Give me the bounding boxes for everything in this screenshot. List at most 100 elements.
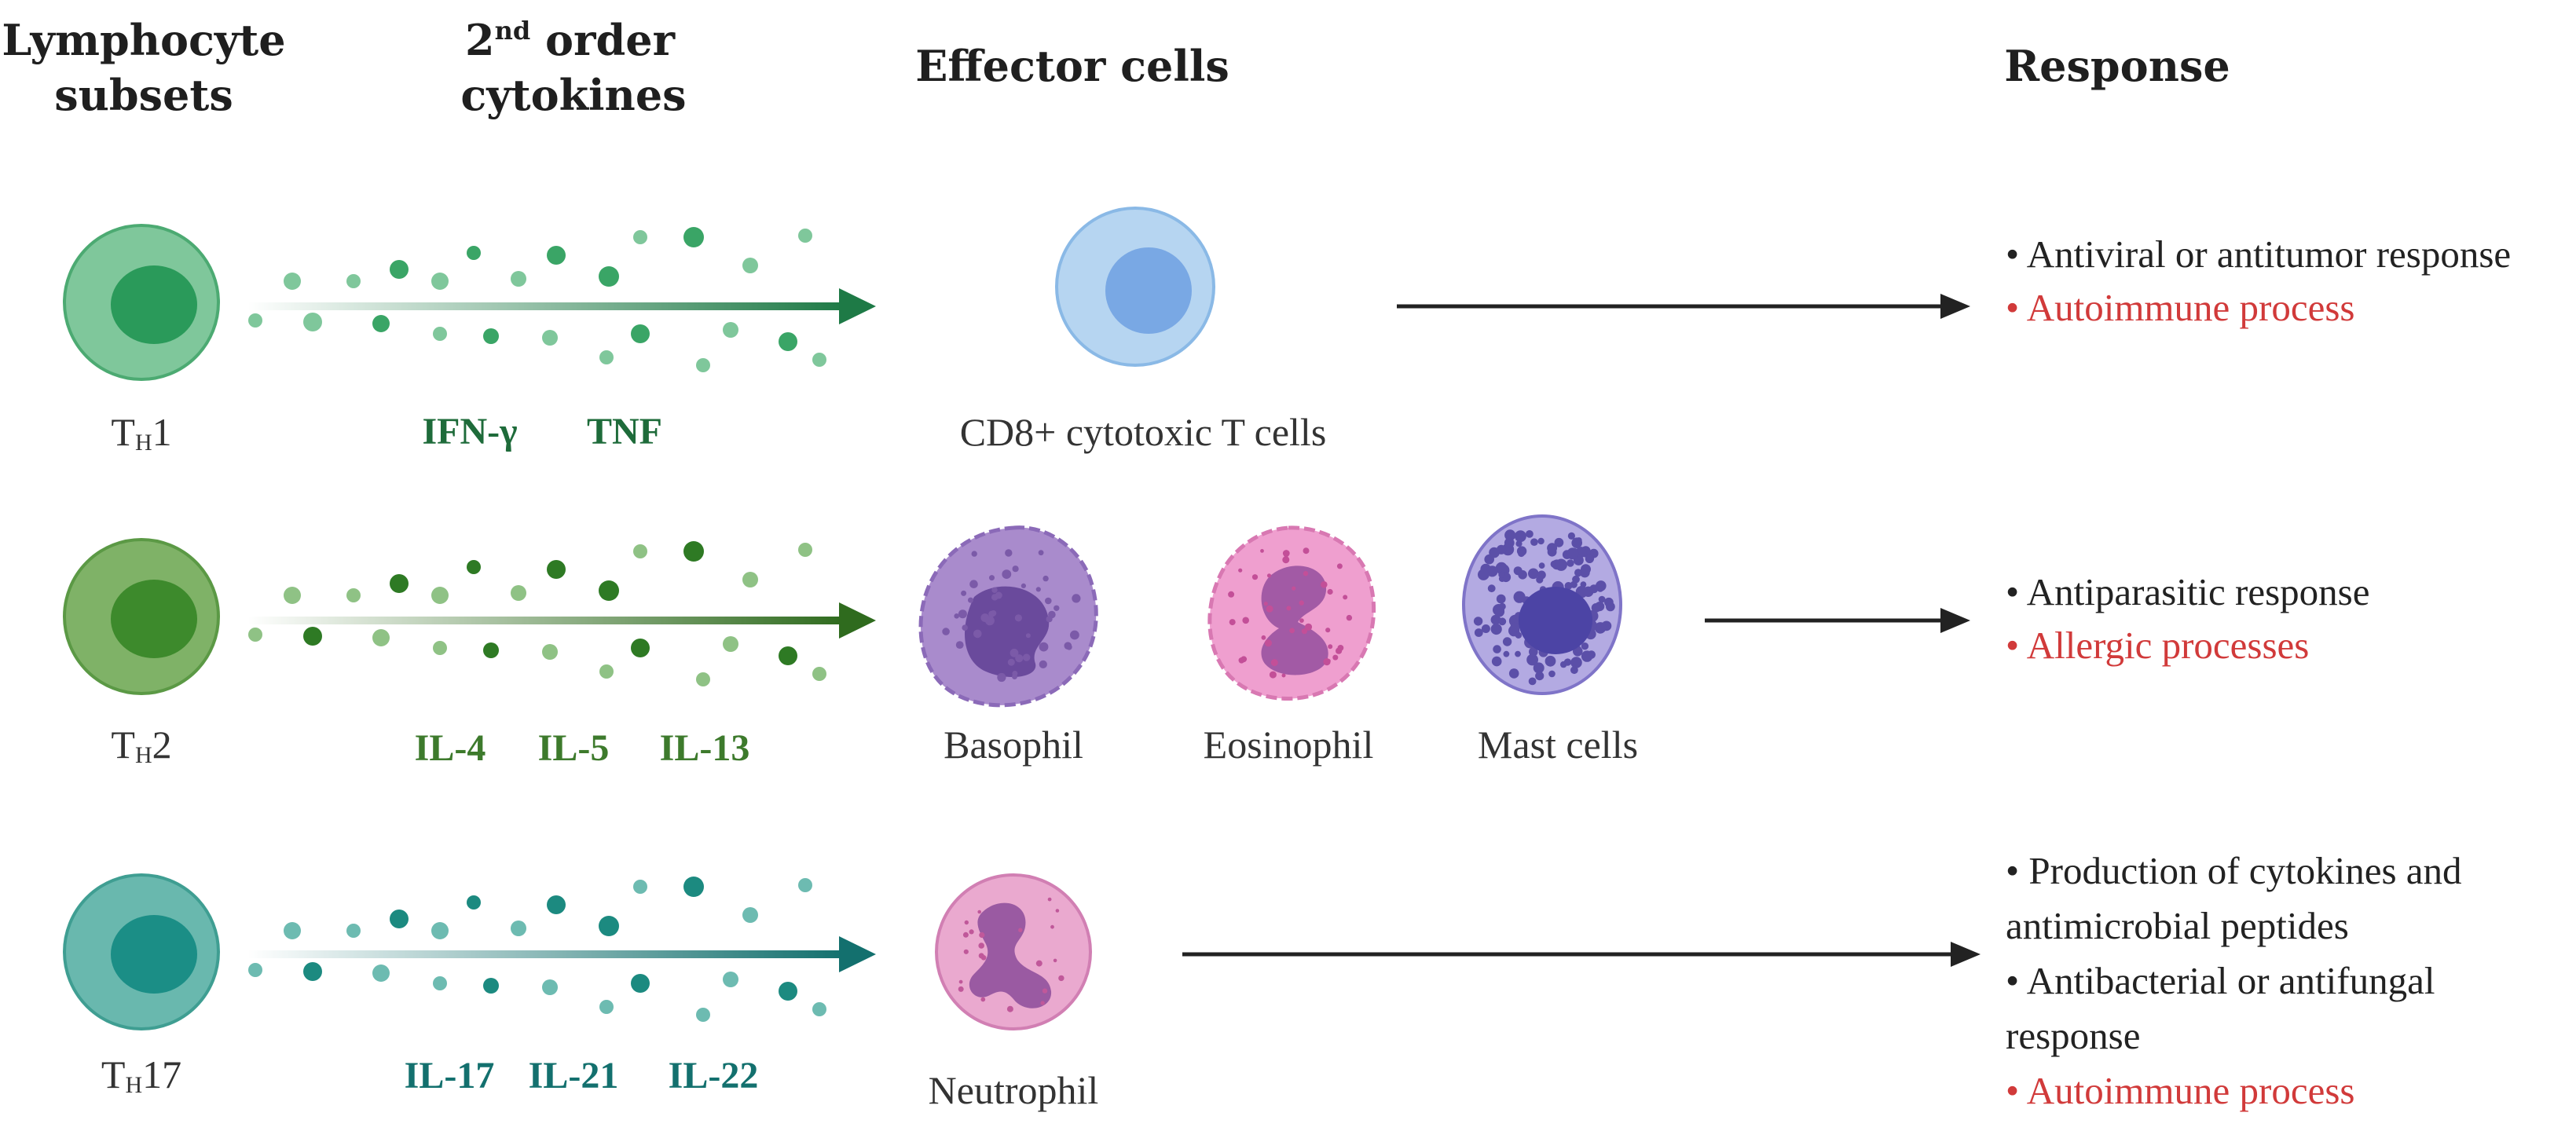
granule [1266, 605, 1273, 613]
th2-cytokine-il5: IL-5 [538, 727, 610, 769]
granule [1261, 635, 1266, 640]
cytokine-particle [433, 641, 447, 655]
header-effector-cells: Effector cells [915, 41, 1229, 91]
granule [973, 629, 982, 639]
cytokine-particle [547, 895, 566, 914]
cytokine-particle [483, 978, 499, 994]
cytokine-particle [483, 642, 499, 658]
th2-response-antiparasitic: • Antiparasitic response [2006, 570, 2370, 613]
granule [1260, 549, 1264, 553]
header-cytokines-order: order [530, 15, 675, 65]
cytokine-particle [511, 921, 526, 936]
granule [1002, 569, 1012, 579]
cytokine-particle [390, 260, 409, 279]
cytokine-particle [431, 587, 449, 604]
granule [1536, 576, 1544, 584]
cytokine-particle [631, 974, 650, 993]
granule [978, 942, 984, 949]
granule [1346, 614, 1353, 621]
granule [1053, 958, 1057, 963]
neutrophil-icon [935, 873, 1092, 1030]
cytokine-particle [683, 541, 704, 562]
granule [1589, 584, 1599, 594]
basophil-icon [918, 525, 1098, 708]
granule [1010, 648, 1019, 657]
cytokine-particle [599, 350, 614, 364]
granule [1269, 671, 1277, 679]
granule [1605, 602, 1615, 612]
th2-response-arrow [1705, 608, 1970, 633]
cytokine-particle [779, 332, 797, 351]
granule [989, 575, 995, 581]
granule [1321, 581, 1328, 588]
granule [1585, 554, 1595, 563]
granule [1035, 587, 1041, 592]
granule [1571, 537, 1582, 548]
granule [968, 597, 973, 603]
granule [1299, 600, 1304, 606]
cd8-cytotoxic-t-cell-icon [1055, 207, 1215, 367]
granule [1570, 666, 1578, 675]
granule [1292, 586, 1296, 591]
granule [1473, 617, 1483, 626]
granule [1563, 658, 1572, 666]
granule [1327, 659, 1331, 663]
th2-label: TH2 [111, 723, 171, 768]
cytokine-particle [372, 964, 390, 982]
granule [1481, 624, 1490, 633]
granule [980, 997, 986, 1002]
granule [1526, 653, 1538, 666]
cytokine-particle [812, 667, 826, 681]
granule [1012, 566, 1019, 573]
cytokine-particle [346, 274, 361, 288]
cytokine-particle [284, 922, 301, 939]
granule [1572, 575, 1580, 584]
granule [1229, 619, 1236, 626]
header-cytokines-line1: 2nd order [465, 15, 676, 65]
granule [1303, 547, 1310, 555]
granule [955, 641, 964, 649]
granule [1270, 659, 1278, 667]
th17-response-arrow [1182, 942, 1981, 967]
granule [1040, 1001, 1045, 1005]
granule [1053, 605, 1060, 611]
header-cytokines-number: 2 [465, 15, 495, 65]
granule [1005, 549, 1013, 557]
granule [1332, 654, 1339, 661]
granule [1493, 645, 1501, 653]
granule [1581, 564, 1591, 575]
granule [1038, 550, 1044, 556]
th17-response-cytokine-production: • Production of cytokines and [2006, 849, 2462, 892]
neutrophil-label: Neutrophil [929, 1068, 1099, 1112]
granule [1486, 566, 1498, 577]
granule [1491, 656, 1502, 667]
cytokine-particle [798, 878, 812, 892]
granule [962, 932, 969, 938]
granule [1023, 653, 1031, 661]
cytokine-particle [542, 979, 558, 995]
granule [991, 594, 999, 601]
eosinophil-icon [1207, 525, 1376, 701]
cytokine-particle [303, 313, 322, 331]
granule [1528, 568, 1539, 580]
mast-cells-label: Mast cells [1478, 723, 1638, 767]
granule [1014, 614, 1022, 622]
granule [1266, 573, 1272, 578]
th2-cytokine-il4: IL-4 [415, 727, 486, 769]
granule [1282, 556, 1290, 564]
cytokine-particle [599, 916, 619, 936]
granule [1515, 631, 1523, 639]
th17-label: TH17 [101, 1052, 181, 1098]
cytokine-particle [798, 229, 812, 243]
granule [1045, 597, 1052, 605]
cytokine-particle [723, 322, 738, 338]
granule [1474, 628, 1483, 637]
cytokine-particle [284, 273, 301, 290]
cytokine-particle [433, 976, 447, 990]
granule [1594, 622, 1607, 634]
granule [1533, 662, 1545, 674]
cytokine-particle [812, 1002, 826, 1016]
granule [1498, 617, 1507, 626]
granule [1058, 975, 1064, 982]
